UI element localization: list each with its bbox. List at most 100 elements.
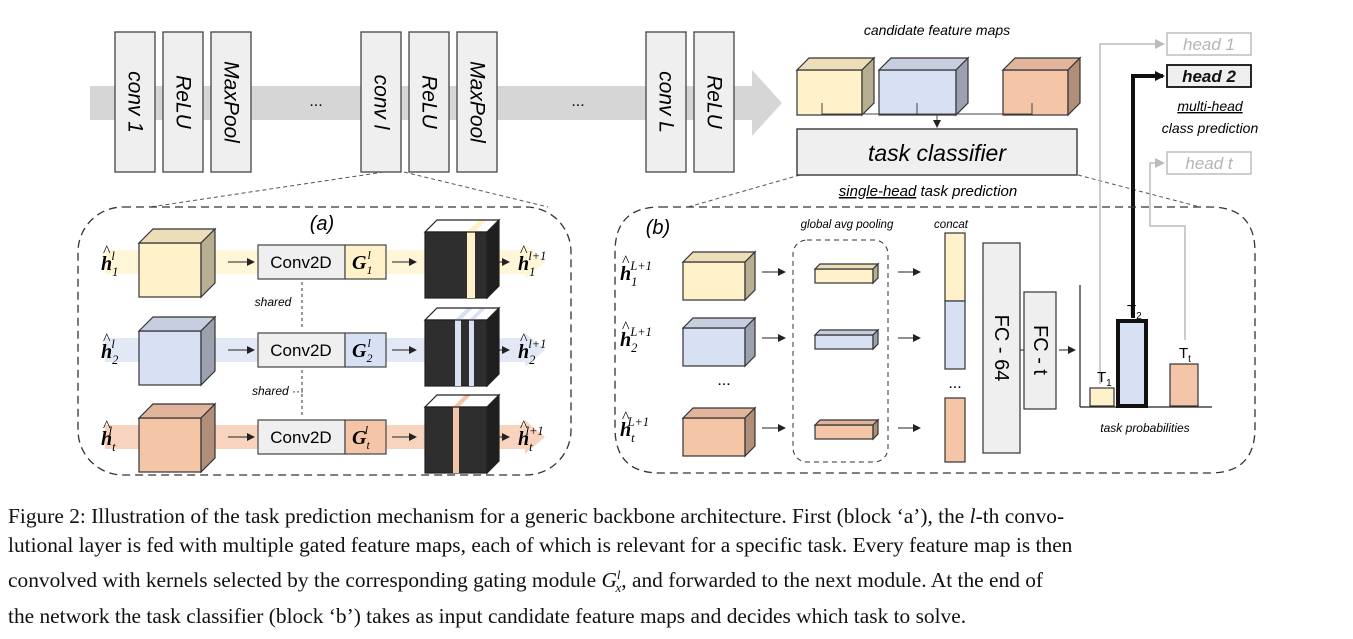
head-t-label: head t bbox=[1185, 154, 1234, 173]
task-classifier-label: task classifier bbox=[868, 140, 1007, 166]
pooled-feature bbox=[813, 262, 880, 285]
gated-stripe bbox=[455, 320, 461, 386]
caption-line: the network the task classifier (block ‘… bbox=[8, 604, 967, 629]
backbone-layer-label: conv 1 bbox=[124, 71, 147, 133]
gated-output-cube bbox=[423, 218, 501, 300]
head-2-label: head 2 bbox=[1182, 67, 1236, 86]
conv2d-box bbox=[257, 332, 346, 368]
figure-caption: Figure 2: Illustration of the task predi… bbox=[8, 502, 1338, 631]
gated-stripe-top bbox=[453, 395, 471, 407]
gap-label: global avg pooling bbox=[801, 219, 894, 231]
task-classifier-box bbox=[796, 128, 1078, 176]
gate-box bbox=[344, 244, 387, 280]
prob-bar bbox=[1169, 363, 1199, 407]
fc-64-label: FC - 64 bbox=[990, 315, 1012, 382]
head-2-box bbox=[1166, 64, 1252, 88]
concat-yellow bbox=[944, 232, 966, 302]
single-head-caption: single-head task prediction bbox=[839, 183, 1017, 200]
head-1-box bbox=[1166, 32, 1252, 56]
block-b-input-label-hat: ^ bbox=[622, 409, 630, 426]
block-b-frame bbox=[614, 206, 1256, 474]
conv2d-label: Conv2D bbox=[270, 428, 331, 447]
head-2-connector bbox=[1131, 71, 1165, 318]
gate-label: G1l bbox=[352, 248, 372, 277]
multi-head-label: multi-head bbox=[1177, 98, 1244, 114]
gated-output-cube bbox=[423, 306, 501, 388]
concat-dots: ... bbox=[948, 375, 961, 392]
backbone-layer-box bbox=[456, 31, 498, 173]
candidate-map-yellow bbox=[795, 56, 876, 117]
zoom-line-right-a bbox=[403, 171, 549, 208]
input-feature-label-hat: ^ bbox=[103, 243, 111, 260]
backbone-layer-box bbox=[162, 31, 204, 173]
gated-output-cube bbox=[423, 393, 501, 475]
prob-bar bbox=[1089, 387, 1115, 407]
gated-stripe bbox=[467, 232, 475, 298]
gated-stripe-top bbox=[467, 220, 487, 232]
gated-stripe bbox=[469, 320, 474, 386]
caption-line: Figure 2: Illustration of the task predi… bbox=[8, 504, 1065, 528]
output-feature-label-hat: ^ bbox=[520, 418, 528, 435]
prob-bar bbox=[1116, 319, 1148, 408]
head-t-box bbox=[1166, 151, 1252, 175]
concat-orange bbox=[944, 397, 966, 463]
conv2d-box bbox=[257, 419, 346, 455]
block-a-frame bbox=[77, 206, 572, 476]
block-b-input-label: h2L+1 bbox=[620, 325, 652, 355]
zoom-line-left-a bbox=[149, 171, 385, 208]
backbone-layer-box bbox=[210, 31, 252, 173]
prob-bar-label: Tt bbox=[1179, 345, 1191, 365]
input-feature-cube bbox=[137, 402, 217, 474]
block-b-input-cube bbox=[681, 250, 757, 302]
heads: head 1 head 2 head t multi-head class pr… bbox=[1162, 32, 1259, 175]
prob-bar-label: T2 bbox=[1127, 302, 1142, 322]
conv2d-label: Conv2D bbox=[270, 253, 331, 272]
gate-box bbox=[344, 419, 387, 455]
zoom-line-right-b bbox=[1077, 174, 1201, 208]
block-b-input-cube bbox=[681, 406, 757, 458]
task-probabilities-label: task probabilities bbox=[1100, 421, 1189, 435]
block-b-input-cube bbox=[681, 316, 757, 368]
output-feature-label: h2l+1 bbox=[518, 337, 546, 367]
gated-stripe-top bbox=[469, 308, 486, 320]
block-b-label: (b) bbox=[646, 217, 670, 239]
backbone-layer-label: MaxPool bbox=[466, 61, 489, 144]
backbone-layer-label: MaxPool bbox=[220, 61, 243, 144]
backbone-layer-box bbox=[408, 31, 450, 173]
gate-label: Gtl bbox=[352, 423, 370, 452]
head-1-connector bbox=[1099, 39, 1165, 384]
input-feature-cube bbox=[137, 315, 217, 387]
class-prediction-label: class prediction bbox=[1162, 120, 1259, 136]
caption-line: lutional layer is fed with multiple gate… bbox=[8, 533, 1073, 557]
output-feature-label: h1l+1 bbox=[518, 249, 546, 279]
candidate-feature-maps-label: candidate feature maps bbox=[864, 22, 1010, 38]
prob-bar-label: T1 bbox=[1097, 369, 1112, 389]
caption-line: convolved with kernels selected by the c… bbox=[8, 567, 1044, 596]
shared-label-2: shared ··· bbox=[252, 384, 304, 398]
gate-box bbox=[344, 332, 387, 368]
gap-dashed-box bbox=[792, 239, 889, 463]
conv2d-box bbox=[257, 244, 346, 280]
input-feature-cube bbox=[137, 227, 217, 299]
fc-t-label: FC - t bbox=[1029, 325, 1051, 375]
block-b-input-label-hat: ^ bbox=[622, 253, 630, 270]
concat-blue bbox=[944, 300, 966, 370]
caption-math: l bbox=[969, 504, 976, 528]
conv2d-label: Conv2D bbox=[270, 341, 331, 360]
shared-label-1: shared bbox=[255, 295, 292, 309]
input-feature-label-hat: ^ bbox=[103, 418, 111, 435]
block-a-label: (a) bbox=[310, 213, 334, 235]
backbone-layer-label: ReLU bbox=[703, 75, 726, 130]
gate-label: G2l bbox=[352, 336, 372, 365]
block-b-dots: ... bbox=[717, 372, 730, 389]
backbone-layer-label: conv l bbox=[370, 75, 393, 131]
backbone-layer-box bbox=[360, 31, 402, 173]
output-feature-label: htl+1 bbox=[518, 424, 544, 454]
gated-stripe bbox=[453, 407, 459, 473]
candidate-connectors bbox=[821, 103, 1033, 128]
backbone-layer-box bbox=[645, 31, 687, 173]
caption-math: Glx bbox=[601, 567, 622, 596]
backbone-layer-label: ReLU bbox=[418, 75, 441, 130]
